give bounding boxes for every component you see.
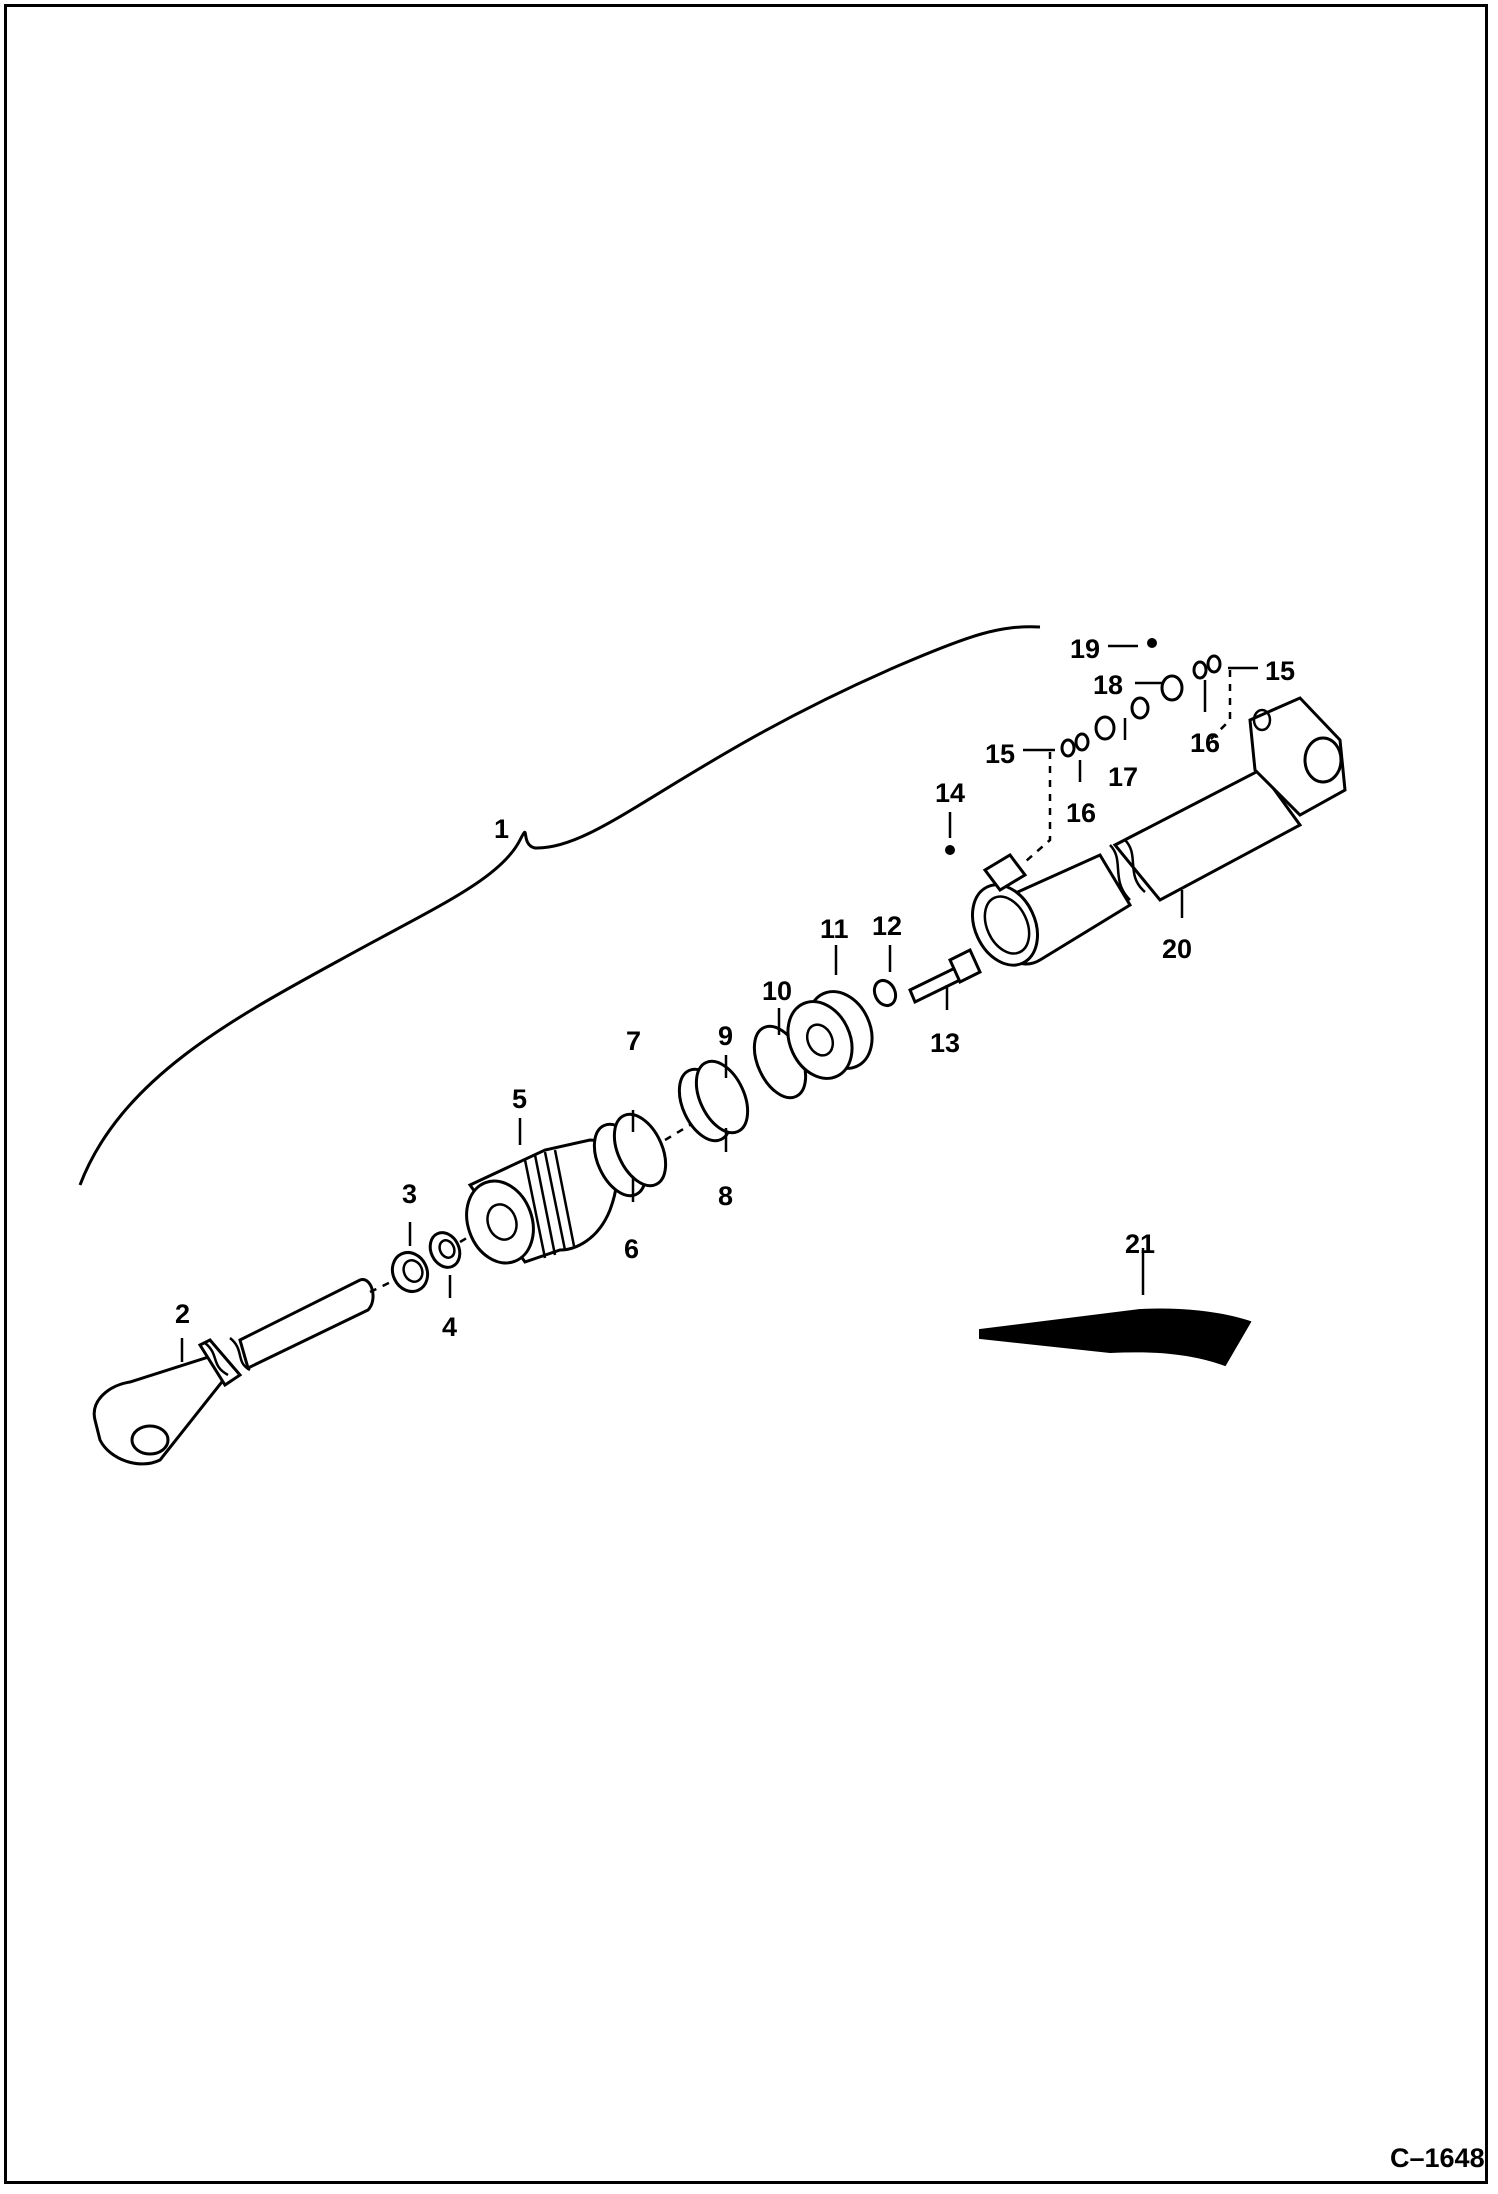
label-part-8: 8 bbox=[718, 1181, 733, 1211]
label-part-11: 11 bbox=[820, 914, 849, 944]
label-part-21: 21 bbox=[1125, 1229, 1155, 1259]
label-part-19: 19 bbox=[1070, 634, 1100, 664]
small-fittings bbox=[945, 638, 1222, 855]
ring-8-9 bbox=[677, 1059, 750, 1143]
label-part-16-left: 16 bbox=[1066, 798, 1096, 828]
cylinder-barrel bbox=[971, 696, 1347, 967]
label-part-15-left: 15 bbox=[985, 739, 1015, 769]
seal-kit bbox=[979, 1308, 1252, 1367]
label-part-5: 5 bbox=[512, 1084, 527, 1114]
label-part-12: 12 bbox=[872, 911, 902, 941]
label-part-13: 13 bbox=[930, 1028, 960, 1058]
label-part-6: 6 bbox=[624, 1234, 639, 1264]
label-part-15-right: 15 bbox=[1265, 656, 1295, 686]
label-part-2: 2 bbox=[175, 1299, 190, 1329]
gland bbox=[465, 1138, 619, 1265]
label-part-18: 18 bbox=[1093, 670, 1123, 700]
label-part-16-right: 16 bbox=[1190, 728, 1220, 758]
rod-wiper-4 bbox=[428, 1231, 462, 1269]
label-part-10: 10 bbox=[762, 976, 792, 1006]
label-part-7: 7 bbox=[626, 1026, 641, 1056]
assembly-brace bbox=[78, 625, 1041, 1186]
label-part-20: 20 bbox=[1162, 934, 1192, 964]
washer-12 bbox=[872, 978, 898, 1008]
page-border bbox=[4, 4, 1488, 2184]
leader-lines bbox=[180, 644, 1258, 1362]
figure-code: C–1648 bbox=[1390, 2143, 1485, 2173]
piston-rod bbox=[92, 1278, 375, 1466]
piston bbox=[786, 990, 874, 1080]
label-part-14: 14 bbox=[935, 778, 965, 808]
label-part-1: 1 bbox=[494, 814, 509, 844]
label-part-3: 3 bbox=[402, 1179, 417, 1209]
label-part-4: 4 bbox=[442, 1312, 457, 1342]
ring-6-7 bbox=[592, 1112, 668, 1198]
label-part-17: 17 bbox=[1108, 762, 1138, 792]
rod-seal-3 bbox=[390, 1251, 430, 1293]
label-part-9: 9 bbox=[718, 1021, 733, 1051]
piston-bolt bbox=[908, 947, 982, 1005]
